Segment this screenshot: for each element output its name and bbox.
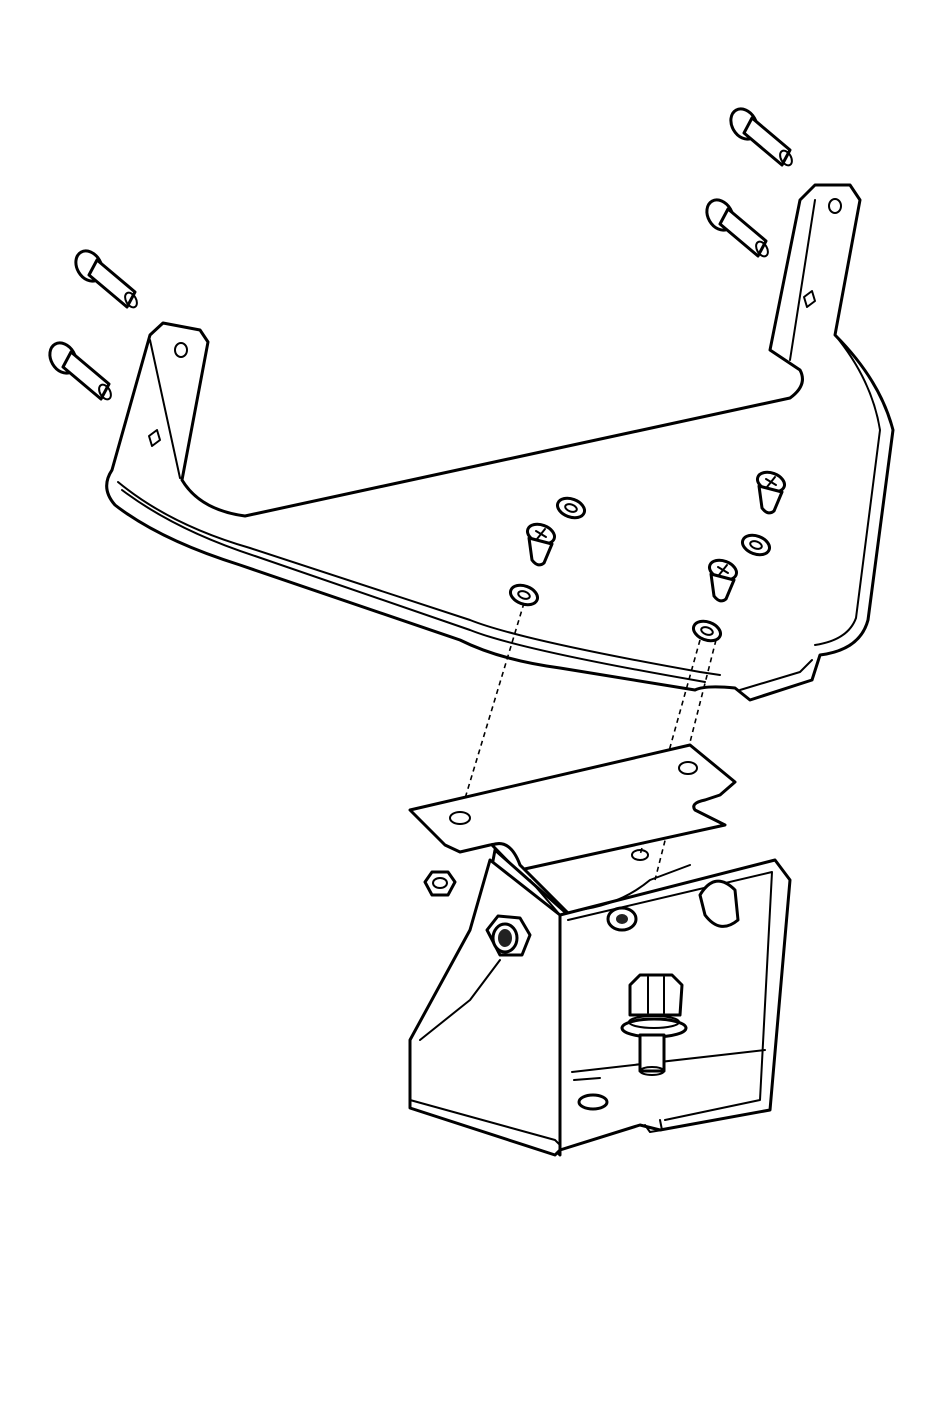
nut-2 <box>608 908 636 930</box>
flange-bolt-2 <box>702 195 771 258</box>
upper-u-bracket <box>107 185 893 700</box>
flange-bolt-4 <box>45 338 114 401</box>
flange-bolt-1 <box>726 104 795 167</box>
lower-mount-bracket <box>410 745 790 1155</box>
flange-bolt-3 <box>71 246 140 309</box>
nut-1 <box>425 872 455 895</box>
